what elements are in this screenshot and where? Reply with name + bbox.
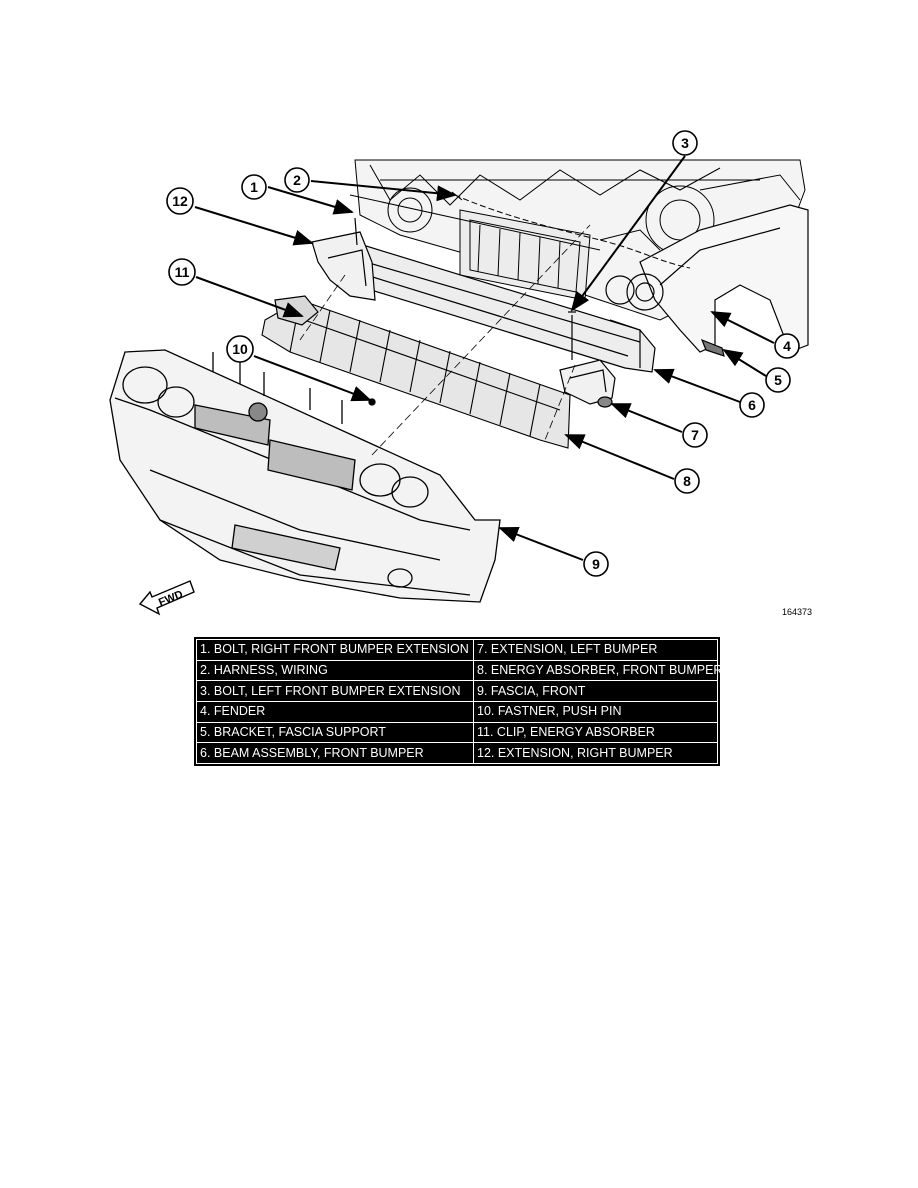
callout-10: 10 <box>226 335 254 363</box>
table-row: 2. HARNESS, WIRING 8. ENERGY ABSORBER, F… <box>196 659 722 682</box>
callout-2: 2 <box>284 167 310 193</box>
callout-1: 1 <box>241 174 267 200</box>
legend-cell: 1. BOLT, RIGHT FRONT BUMPER EXTENSION <box>196 639 474 661</box>
legend-cell: 9. FASCIA, FRONT <box>473 680 718 702</box>
exploded-view-illustration: FWD 1 2 3 4 5 6 7 8 9 10 11 <box>109 130 809 616</box>
callout-label: 10 <box>232 341 248 357</box>
table-row: 3. BOLT, LEFT FRONT BUMPER EXTENSION 9. … <box>196 680 718 702</box>
right-bumper-extension <box>311 217 376 301</box>
fwd-label: FWD <box>157 588 185 609</box>
callout-label: 4 <box>783 338 791 354</box>
callout-8: 8 <box>674 468 700 494</box>
callout-9: 9 <box>583 551 609 577</box>
legend-cell: 12. EXTENSION, RIGHT BUMPER <box>473 742 718 764</box>
front-fascia <box>109 349 501 603</box>
legend-cell: 2. HARNESS, WIRING <box>196 659 474 682</box>
callout-3: 3 <box>672 130 698 156</box>
callout-12: 12 <box>166 187 194 215</box>
forward-direction-arrow: FWD <box>138 580 195 616</box>
legend-cell: 10. FASTNER, PUSH PIN <box>473 700 718 723</box>
callout-4: 4 <box>774 333 800 359</box>
legend-cell: 11. CLIP, ENERGY ABSORBER <box>473 721 718 744</box>
callout-6: 6 <box>739 392 765 418</box>
callout-label: 11 <box>175 264 190 280</box>
legend-cell: 5. BRACKET, FASCIA SUPPORT <box>196 721 474 744</box>
table-row: 6. BEAM ASSEMBLY, FRONT BUMPER 12. EXTEN… <box>196 742 718 764</box>
legend-cell: 7. EXTENSION, LEFT BUMPER <box>473 639 718 661</box>
energy-absorber <box>261 299 571 449</box>
callout-5: 5 <box>765 367 791 393</box>
legend-cell: 8. ENERGY ABSORBER, FRONT BUMPER <box>473 659 722 682</box>
callout-label: 6 <box>748 397 756 413</box>
callout-7: 7 <box>682 422 708 448</box>
callout-label: 7 <box>691 427 699 443</box>
fender <box>605 204 809 357</box>
table-row: 4. FENDER 10. FASTNER, PUSH PIN <box>196 700 718 723</box>
callout-label: 5 <box>774 372 782 388</box>
callout-label: 3 <box>681 135 689 151</box>
callout-label: 12 <box>172 193 188 209</box>
callout-label: 1 <box>250 179 258 195</box>
callout-11: 11 <box>168 258 196 286</box>
figure-id: 164373 <box>782 607 813 617</box>
callout-label: 2 <box>293 172 301 188</box>
legend-cell: 3. BOLT, LEFT FRONT BUMPER EXTENSION <box>196 680 474 702</box>
left-bumper-extension <box>559 311 616 408</box>
table-row: 1. BOLT, RIGHT FRONT BUMPER EXTENSION 7.… <box>196 639 718 661</box>
table-row: 5. BRACKET, FASCIA SUPPORT 11. CLIP, ENE… <box>196 721 718 744</box>
callout-label: 9 <box>592 556 600 572</box>
legend-cell: 6. BEAM ASSEMBLY, FRONT BUMPER <box>196 742 474 764</box>
leader-lines <box>194 155 775 561</box>
legend-cell: 4. FENDER <box>196 700 474 723</box>
callout-label: 8 <box>683 473 691 489</box>
assembly-lines <box>299 224 591 456</box>
parts-legend-table: 1. BOLT, RIGHT FRONT BUMPER EXTENSION 7.… <box>194 637 722 766</box>
